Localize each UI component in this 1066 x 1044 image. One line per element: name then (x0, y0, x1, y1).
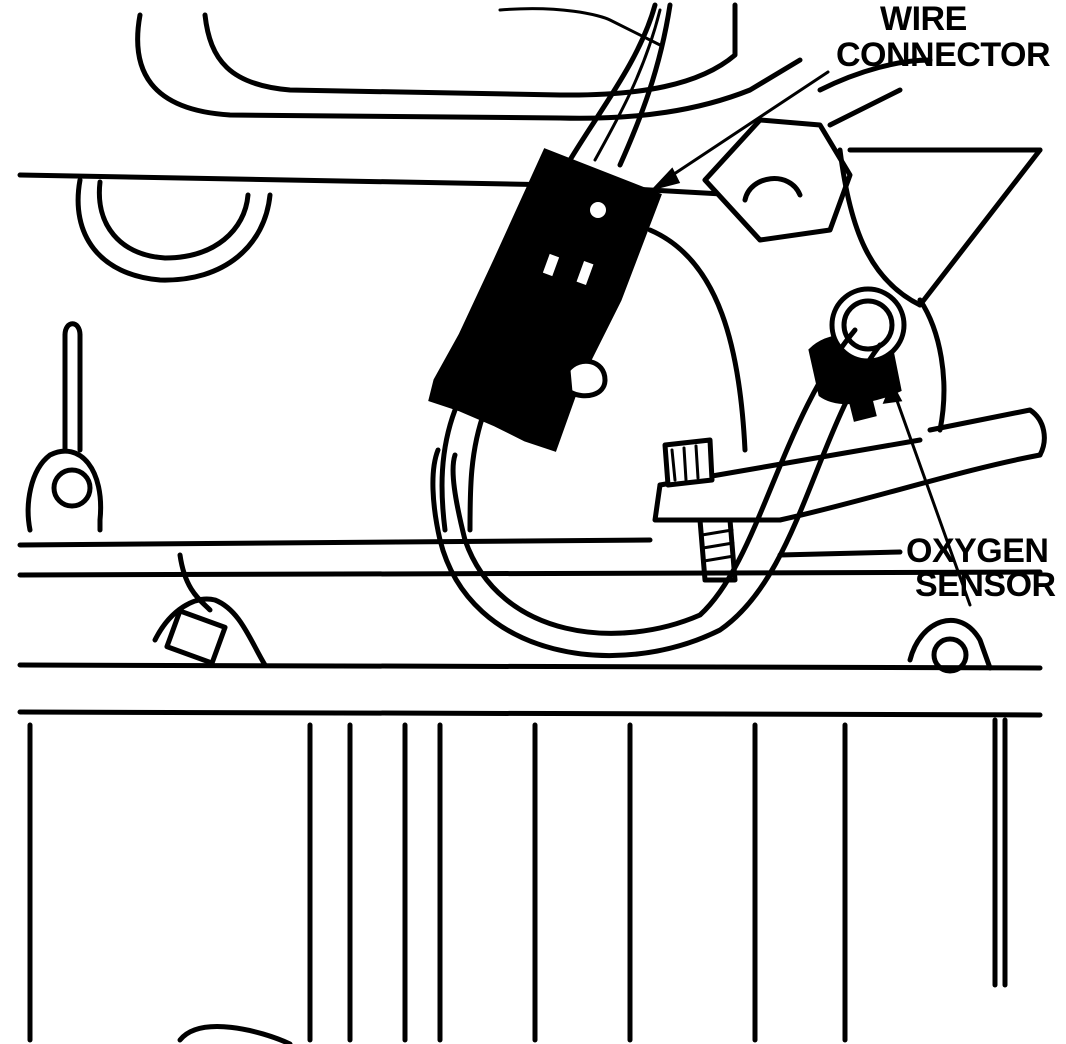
sensor-lead-wire (430, 327, 883, 658)
wire-connector (428, 148, 662, 452)
rail-eyelet (907, 617, 993, 674)
oxygen-sensor-label-line2: SENSOR (915, 566, 1056, 604)
leader-lines (650, 70, 972, 607)
engine-rails (17, 321, 1043, 718)
oxygen-sensor-label-line1: OXYGEN (906, 532, 1048, 570)
manifold-port (75, 177, 273, 283)
wire-harness (439, 2, 673, 533)
mounting-bolt (662, 437, 738, 583)
manifold-nut (702, 117, 853, 243)
exhaust-manifold (17, 2, 1043, 198)
wire-connector-label-line1: WIRE (880, 0, 967, 38)
engine-block-lower (27, 717, 1008, 1044)
wire-connector-label-line2: CONNECTOR (836, 36, 1050, 74)
sensor-flange (647, 147, 1047, 523)
rail-clip (152, 552, 268, 668)
